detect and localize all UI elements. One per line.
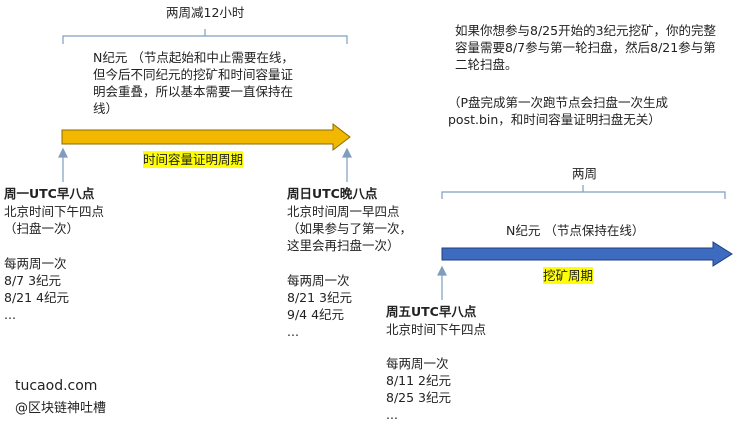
proof-period-label: 时间容量证明周期 [143,151,244,168]
friday-line-1: 北京时间下午四点 [386,322,487,337]
monday-item-3: ... [4,307,16,322]
friday-item-3: ... [386,407,398,422]
friday-item-1: 8/11 2纪元 [386,373,451,388]
left-desc-line-2: 但今后不同纪元的挖矿和时间容量证 [93,67,294,82]
sunday-title: 周日UTC晚八点 [287,186,378,201]
top-span-label: 两周减12小时 [166,5,245,20]
friday-every: 每两周一次 [386,356,449,371]
sunday-line-2: （如果参与了第一次， [287,221,413,236]
monday-item-1: 8/7 3纪元 [4,273,62,288]
friday-item-2: 8/25 3纪元 [386,390,451,405]
watermark-handle: @区块链神吐槽 [15,401,107,416]
sunday-item-3: ... [287,324,299,339]
monday-line-1: 北京时间下午四点 [4,204,105,219]
mining-period-arrow [441,241,733,267]
top-bracket [62,29,348,44]
sunday-item-2: 9/4 4纪元 [287,307,345,322]
sunday-line-3: 这里会再扫盘一次） [287,238,400,253]
right-note-line-1: 如果你想参与8/25开始的3纪元挖矿，你的完整 [455,23,717,38]
right-note-line-2: 容量需要8/7参与第一轮扫盘，然后8/21参与第 [455,40,716,55]
proof-period-arrow [61,122,351,152]
right-note-line-3: 二轮扫盘。 [455,57,518,72]
left-desc-line-1: N纪元 （节点起始和中止需要在线， [93,50,294,65]
friday-title: 周五UTC早八点 [386,304,477,319]
monday-every: 每两周一次 [4,256,67,271]
mining-arrow-text: N纪元 （节点保持在线） [506,223,645,238]
mining-period-label: 挖矿周期 [543,267,594,284]
second-span-label: 两周 [572,166,598,181]
left-desc-line-4: 线） [93,101,119,116]
monday-item-2: 8/21 4纪元 [4,290,69,305]
p-note-line-2: post.bin，和时间容量证明扫盘无关） [448,112,661,127]
monday-title: 周一UTC早八点 [4,186,95,201]
monday-line-2: （扫盘一次） [4,221,80,236]
watermark-site: tucaod.com [15,378,98,394]
sunday-item-1: 8/21 3纪元 [287,290,352,305]
left-desc-line-3: 明会重叠，所以基本需要一直保持在 [93,84,294,99]
second-bracket [441,185,726,199]
sunday-line-1: 北京时间周一早四点 [287,204,400,219]
p-note-line-1: （P盘完成第一次跑节点会扫盘一次生成 [448,95,669,110]
sunday-every: 每两周一次 [287,273,350,288]
